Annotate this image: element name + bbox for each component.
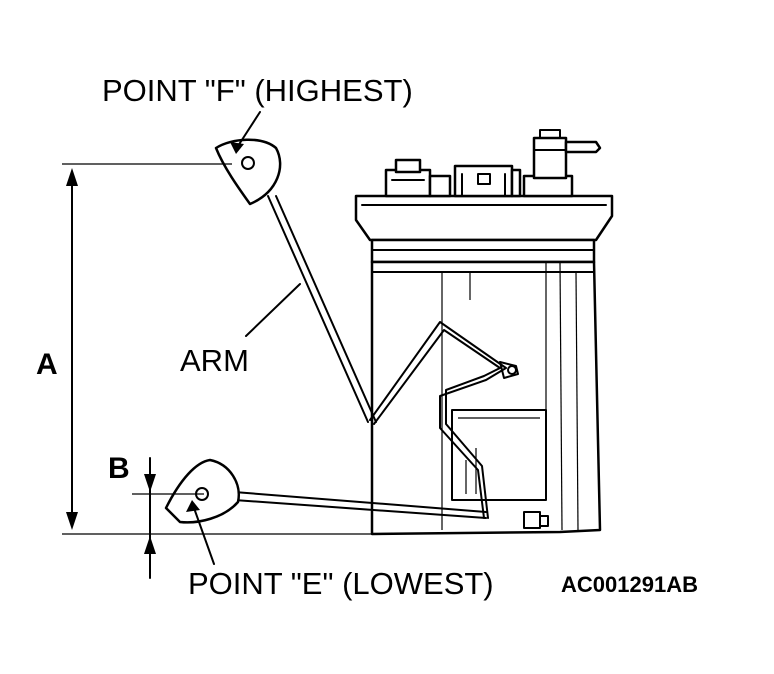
top-connector bbox=[384, 158, 522, 198]
label-point-e: POINT "E" (LOWEST) bbox=[188, 566, 494, 601]
pump-module-body bbox=[354, 194, 614, 536]
dim-b-arrow-up-icon bbox=[144, 536, 156, 554]
label-dim-a: A bbox=[36, 348, 58, 381]
leader-point-f bbox=[230, 111, 261, 154]
label-arm: ARM bbox=[180, 343, 249, 378]
label-point-f: POINT "F" (HIGHEST) bbox=[102, 73, 413, 108]
leader-arm bbox=[245, 283, 301, 337]
fuel-outlet-pipe bbox=[522, 129, 602, 198]
dimension-b bbox=[132, 457, 204, 579]
float-bracket bbox=[369, 321, 519, 519]
float-arm-highest bbox=[214, 138, 377, 423]
leader-f-arrow-icon bbox=[230, 142, 244, 154]
figure-code: AC001291AB bbox=[561, 572, 698, 597]
dim-a-arrow-down-icon bbox=[66, 512, 78, 530]
float-arm-lowest bbox=[164, 458, 487, 524]
label-dim-b: B bbox=[108, 452, 130, 485]
leader-point-e bbox=[186, 500, 215, 565]
dim-a-arrow-up-icon bbox=[66, 168, 78, 186]
dim-b-arrow-down-icon bbox=[144, 474, 156, 492]
dimension-a bbox=[62, 163, 372, 535]
leader-e-arrow-icon bbox=[186, 500, 200, 512]
